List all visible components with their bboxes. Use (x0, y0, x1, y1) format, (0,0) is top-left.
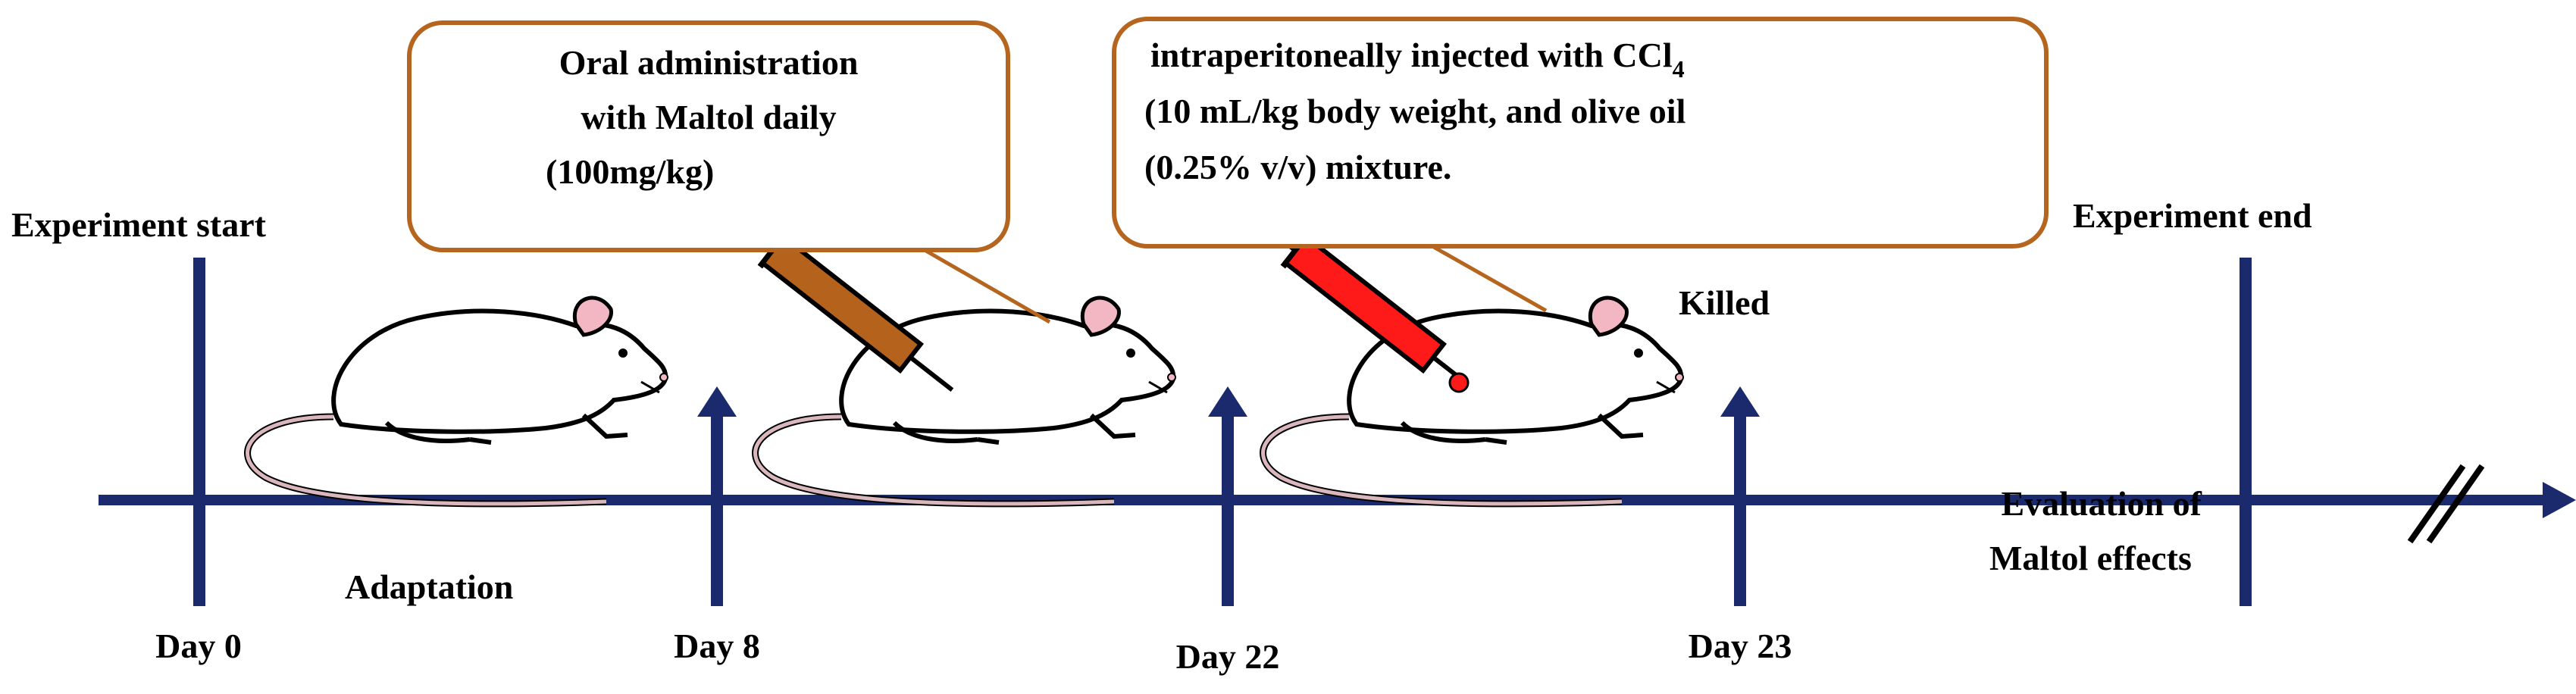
ccl4-callout-line1-prefix: intraperitoneally injected with CCl (1150, 36, 1673, 74)
evaluation-label-line1: Evaluation of (2001, 484, 2202, 523)
ccl4-callout-line1: intraperitoneally injected with CCl4 (1150, 36, 1685, 83)
ccl4-callout-line3: (0.25% v/v) mixture. (1144, 148, 1451, 186)
day8-arrow (697, 386, 737, 606)
experiment-end-label: Experiment end (2073, 196, 2312, 235)
oral-callout: Oral administration with Maltol daily (1… (407, 20, 1051, 324)
day22-arrow (1208, 386, 1247, 606)
experiment-start-label: Experiment start (11, 205, 267, 244)
timeline-axis (99, 482, 2576, 518)
ccl4-callout-line2: (10 mL/kg body weight, and olive oil (1144, 92, 1686, 130)
day-23-label: Day 23 (1689, 627, 1792, 665)
axis-break-mark (2407, 464, 2485, 544)
ccl4-callout-line1-sub: 4 (1673, 55, 1685, 83)
day23-arrow (1720, 386, 1760, 606)
mouse-ccl4 (1263, 298, 1683, 504)
adaptation-label: Adaptation (345, 567, 513, 606)
injection-site (1448, 372, 1470, 393)
oral-callout-line1: Oral administration (559, 43, 859, 82)
mouse-adaptation (248, 298, 668, 504)
day-8-label: Day 8 (674, 627, 760, 665)
day-0-label: Day 0 (155, 627, 242, 665)
evaluation-label-line2: Maltol effects (1989, 539, 2192, 577)
mouse-oral (756, 298, 1175, 504)
day-22-label: Day 22 (1176, 637, 1280, 676)
end-bar (2240, 258, 2252, 606)
start-bar (193, 258, 205, 606)
oral-callout-line2: with Maltol daily (581, 98, 836, 136)
killed-label: Killed (1679, 283, 1770, 322)
ccl4-callout: intraperitoneally injected with CCl4 (10… (1112, 17, 2049, 313)
oral-callout-line3: (100mg/kg) (546, 152, 714, 191)
